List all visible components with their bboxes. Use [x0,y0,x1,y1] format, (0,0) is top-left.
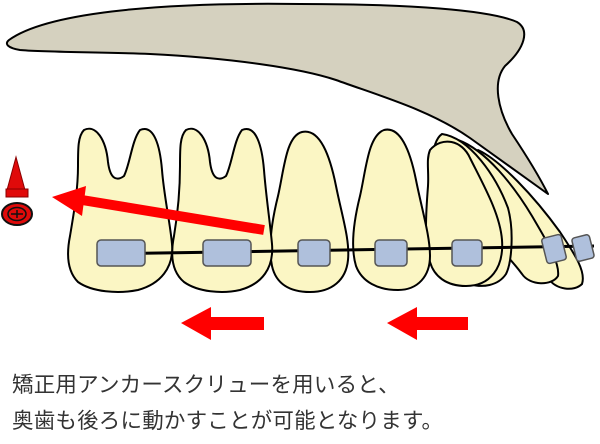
tooth-molar-middle [171,127,274,293]
red-arrow-long [52,186,265,235]
caption-line-1: 矯正用アンカースクリューを用いると、 [12,373,400,398]
caption: 矯正用アンカースクリューを用いると、 奥歯も後ろに動かすことが可能となります。 [12,368,596,440]
tooth-premolar [425,140,504,287]
bracket [374,239,408,267]
bracket [202,239,252,267]
bracket [297,239,331,267]
bracket [451,239,483,267]
bracket [96,239,146,267]
archwire [97,244,595,256]
red-arrow-left [181,307,264,340]
bracket [541,233,567,265]
tooth-second-premolar [269,130,350,293]
bracket [571,234,595,262]
red-arrow-right [387,307,468,340]
anchor-screw-icon [1,155,33,226]
maxillary-bone [5,2,549,195]
orthodontic-illustration [1,2,595,340]
caption-line-2: 奥歯も後ろに動かすことが可能となります。 [12,409,444,434]
